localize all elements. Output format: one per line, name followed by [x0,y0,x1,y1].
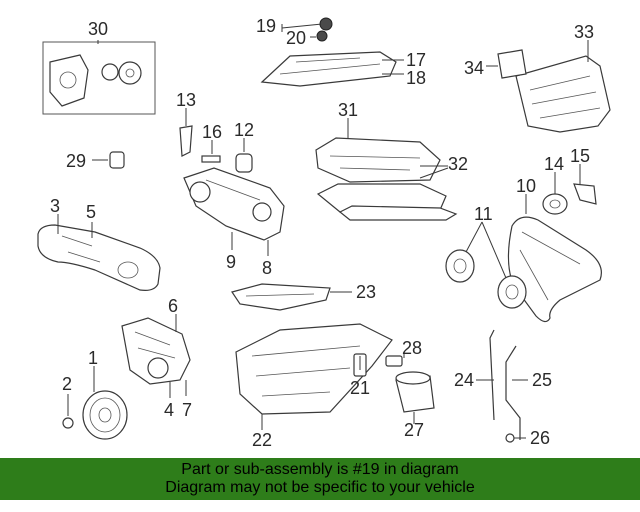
part-30-oil-pump-kit[interactable] [42,40,156,115]
part-27-oil-filter[interactable] [395,371,435,424]
callout-7: 7 [182,400,192,420]
callout-3: 3 [50,196,60,216]
callout-31: 31 [338,100,358,120]
part-1-crank-pulley[interactable] [82,366,128,440]
part-12-tensioner[interactable] [235,138,253,173]
callout-10: 10 [516,176,536,196]
callout-16: 16 [202,122,222,142]
part-22-oil-pan[interactable] [235,323,393,430]
callout-12: 12 [234,120,254,140]
part-13-sensor[interactable] [179,108,193,157]
footer-banner: Part or sub-assembly is #19 in diagram D… [0,458,640,500]
callout-19: 19 [256,16,276,36]
callout-20: 20 [286,28,306,48]
engine-parts-diagram: 30 29 3 5 1 2 6 4 7 13 [37,16,611,450]
part-14-idler[interactable] [542,172,568,215]
footer-line-1: Part or sub-assembly is #19 in diagram [181,461,459,478]
callout-30: 30 [88,19,108,39]
part-19-oil-filler-cap[interactable] [281,17,333,42]
callout-24: 24 [454,370,474,390]
part-6-4-7-cover[interactable] [121,314,191,398]
part-24-dipstick[interactable] [476,329,495,421]
callout-18: 18 [406,68,426,88]
part-16-bolt[interactable] [201,140,221,163]
callout-26: 26 [530,428,550,448]
callout-23: 23 [356,282,376,302]
callout-11: 11 [474,204,493,224]
callout-14: 14 [544,154,564,174]
callout-28: 28 [402,338,422,358]
part-33-manifold[interactable] [515,40,611,133]
part-25-dipstick-tube[interactable] [505,345,528,440]
part-11-pulleys[interactable] [445,221,527,309]
callout-34: 34 [464,58,484,78]
callout-25: 25 [532,370,552,390]
callout-17: 17 [406,50,426,70]
callout-4: 4 [164,400,174,420]
callout-13: 13 [176,90,196,110]
callout-29: 29 [66,151,86,171]
part-15-bracket[interactable] [573,164,597,205]
part-32-gasket[interactable] [316,165,458,221]
part-2-bolt[interactable] [62,394,74,429]
callout-6: 6 [168,296,178,316]
callout-2: 2 [62,374,72,394]
callout-9: 9 [226,252,236,272]
footer-line-2: Diagram may not be specific to your vehi… [165,479,475,496]
part-31-intake[interactable] [315,118,441,183]
callout-33: 33 [574,22,594,42]
callout-5: 5 [86,202,96,222]
callout-27: 27 [404,420,424,440]
part-28-union[interactable] [385,352,405,367]
callout-1: 1 [88,348,98,368]
callout-21: 21 [350,378,370,398]
callout-15: 15 [570,146,590,166]
part-34-gasket[interactable] [486,49,527,79]
part-17-valve-cover[interactable] [260,51,404,87]
part-3-5-timing-cover[interactable] [37,214,161,291]
part-23-baffle[interactable] [231,283,352,311]
part-29-plug[interactable] [92,151,125,169]
part-8-9-timing-plate[interactable] [183,167,285,256]
callout-22: 22 [252,430,272,450]
callout-32: 32 [448,154,468,174]
part-21-fitting[interactable] [353,353,367,377]
part-26-bolt[interactable] [505,433,526,443]
callout-8: 8 [262,258,272,278]
